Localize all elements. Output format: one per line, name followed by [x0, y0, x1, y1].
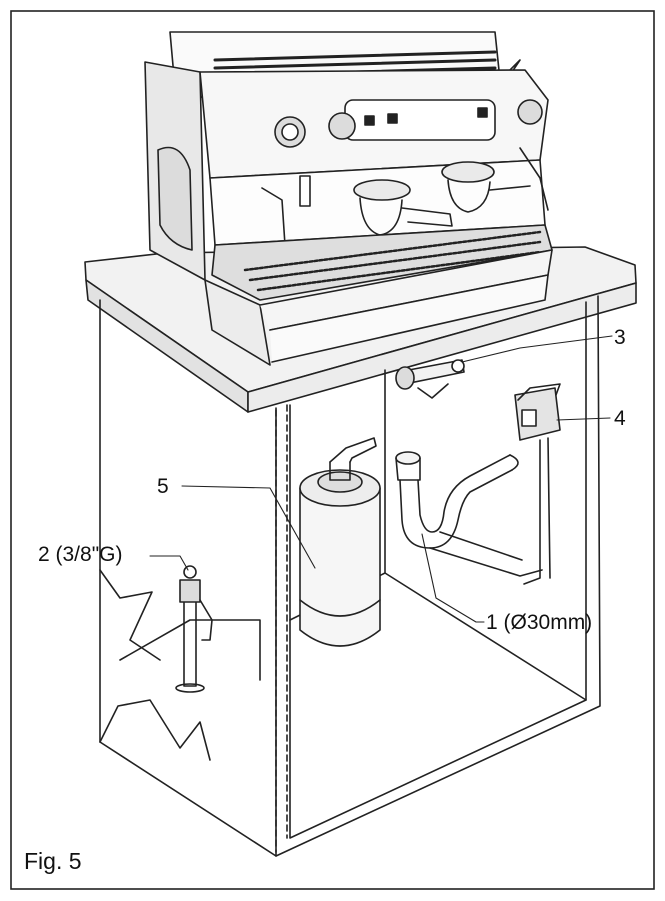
callout-5: 5	[157, 475, 169, 498]
valve-item-3	[395, 359, 465, 399]
switch-item-4	[514, 383, 561, 585]
leader-lines	[149, 335, 613, 623]
filter-cartridge-item-5	[299, 437, 381, 647]
callout-3: 3	[614, 326, 626, 349]
callout-4: 4	[614, 407, 626, 430]
drain-siphon-item-1	[395, 451, 543, 577]
water-tap-item-2	[175, 565, 213, 693]
callout-2: 2 (3/8"G)	[38, 543, 123, 566]
figure-caption: Fig. 5	[24, 848, 82, 874]
espresso-machine	[144, 31, 553, 366]
callout-1: 1 (Ø30mm)	[486, 611, 593, 634]
